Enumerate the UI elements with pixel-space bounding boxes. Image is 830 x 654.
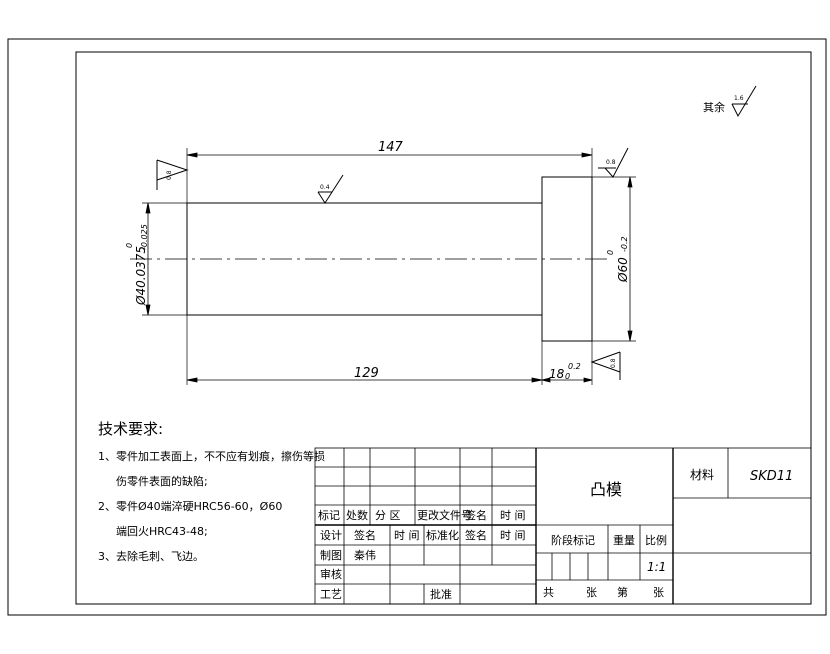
tech-req-item2-line2: 端回火HRC43-48; [116, 525, 208, 538]
tb-design-0: 设计 [320, 529, 342, 542]
tb-drafter-label: 制图 [320, 549, 342, 562]
tb-design-1: 签名 [354, 528, 376, 542]
tech-req-title: 技术要求: [98, 420, 163, 438]
tb-design-4: 签名 [465, 528, 487, 542]
tb-rev-h5: 时 间 [500, 509, 526, 522]
roughness-symbol-right-top [598, 147, 629, 178]
tb-rev-h1: 处数 [346, 509, 368, 522]
dim-shaft-tol-lower: -0.025 [140, 224, 149, 250]
tb-total-label: 共 [543, 586, 554, 599]
tb-design-2: 时 间 [394, 529, 420, 542]
dim-shaft-tol-upper: 0 [125, 243, 134, 248]
tb-material-value: SKD11 [750, 469, 793, 484]
dim-head-tol-upper: 0 [606, 250, 615, 255]
dim-head-length-tol-lower: 0 [565, 372, 570, 381]
roughness-symbol-right-bottom [590, 351, 621, 380]
tech-req-item1-line2: 伤零件表面的缺陷; [116, 474, 208, 488]
roughness-symbol-left-face [156, 159, 189, 190]
tb-design-3: 标准化 [426, 528, 459, 542]
roughness-symbol-shaft [317, 174, 344, 204]
tb-rev-h0: 标记 [318, 508, 340, 522]
outer-border [7, 38, 827, 616]
tb-part-name: 凸模 [590, 480, 622, 499]
roughness-right-bottom-value: 0.8 [610, 358, 617, 368]
surface-note-label: 其余 [703, 100, 725, 114]
tb-material-label: 材料 [690, 468, 714, 482]
tb-stage-label: 阶段标记 [551, 533, 595, 547]
roughness-shaft-value: 0.4 [320, 184, 330, 191]
dim-shaft-diameter-text: Ø40.0375 [134, 246, 148, 306]
tech-req-item1-line1: 1、零件加工表面上，不不应有划痕，擦伤等损 [98, 449, 325, 463]
tb-checker-label: 审核 [320, 567, 342, 581]
dim-shaft-diameter [145, 202, 151, 316]
dim-overall-length-text: 147 [378, 140, 404, 155]
dim-head-length [541, 377, 593, 383]
roughness-general-value: 1.6 [734, 95, 744, 102]
dim-head-diameter [627, 176, 633, 342]
tb-drafter-name: 秦伟 [354, 548, 376, 562]
dim-head-length-tol-upper: 0.2 [568, 362, 581, 371]
tb-rev-h2: 分 区 [375, 509, 401, 522]
roughness-symbol-general [731, 85, 757, 118]
dim-head-diameter-text: Ø60 [616, 257, 630, 283]
dim-shaft-length-text: 129 [354, 366, 379, 381]
tb-approve-label: 批准 [430, 587, 452, 601]
dim-overall-length [186, 152, 593, 158]
tb-process-label: 工艺 [320, 588, 342, 601]
dim-shaft-length [186, 377, 543, 383]
tb-design-5: 时 间 [500, 529, 526, 542]
tb-sheet-unit2: 张 [653, 586, 664, 599]
roughness-left-value: 0.8 [166, 170, 173, 180]
title-block-grid [314, 447, 812, 605]
tech-req-item2-line1: 2、零件Ø40端淬硬HRC56-60，Ø60 [98, 499, 282, 513]
tb-rev-h4: 签名 [465, 508, 487, 522]
tb-scale-label: 比例 [645, 533, 667, 547]
extension-lines [142, 148, 636, 385]
dim-head-tol-lower: -0.2 [620, 236, 629, 252]
tech-req-item3: 3、去除毛刺、飞边。 [98, 549, 204, 563]
tb-sheet-unit1: 张 [586, 586, 597, 599]
tb-scale-value: 1:1 [647, 560, 666, 574]
dim-head-length-text: 18 [549, 367, 565, 381]
roughness-right-top-value: 0.8 [606, 159, 616, 166]
tb-sheet-of: 第 [617, 585, 628, 599]
tb-rev-h3: 更改文件号 [417, 508, 472, 522]
tb-weight-label: 重量 [613, 533, 635, 547]
